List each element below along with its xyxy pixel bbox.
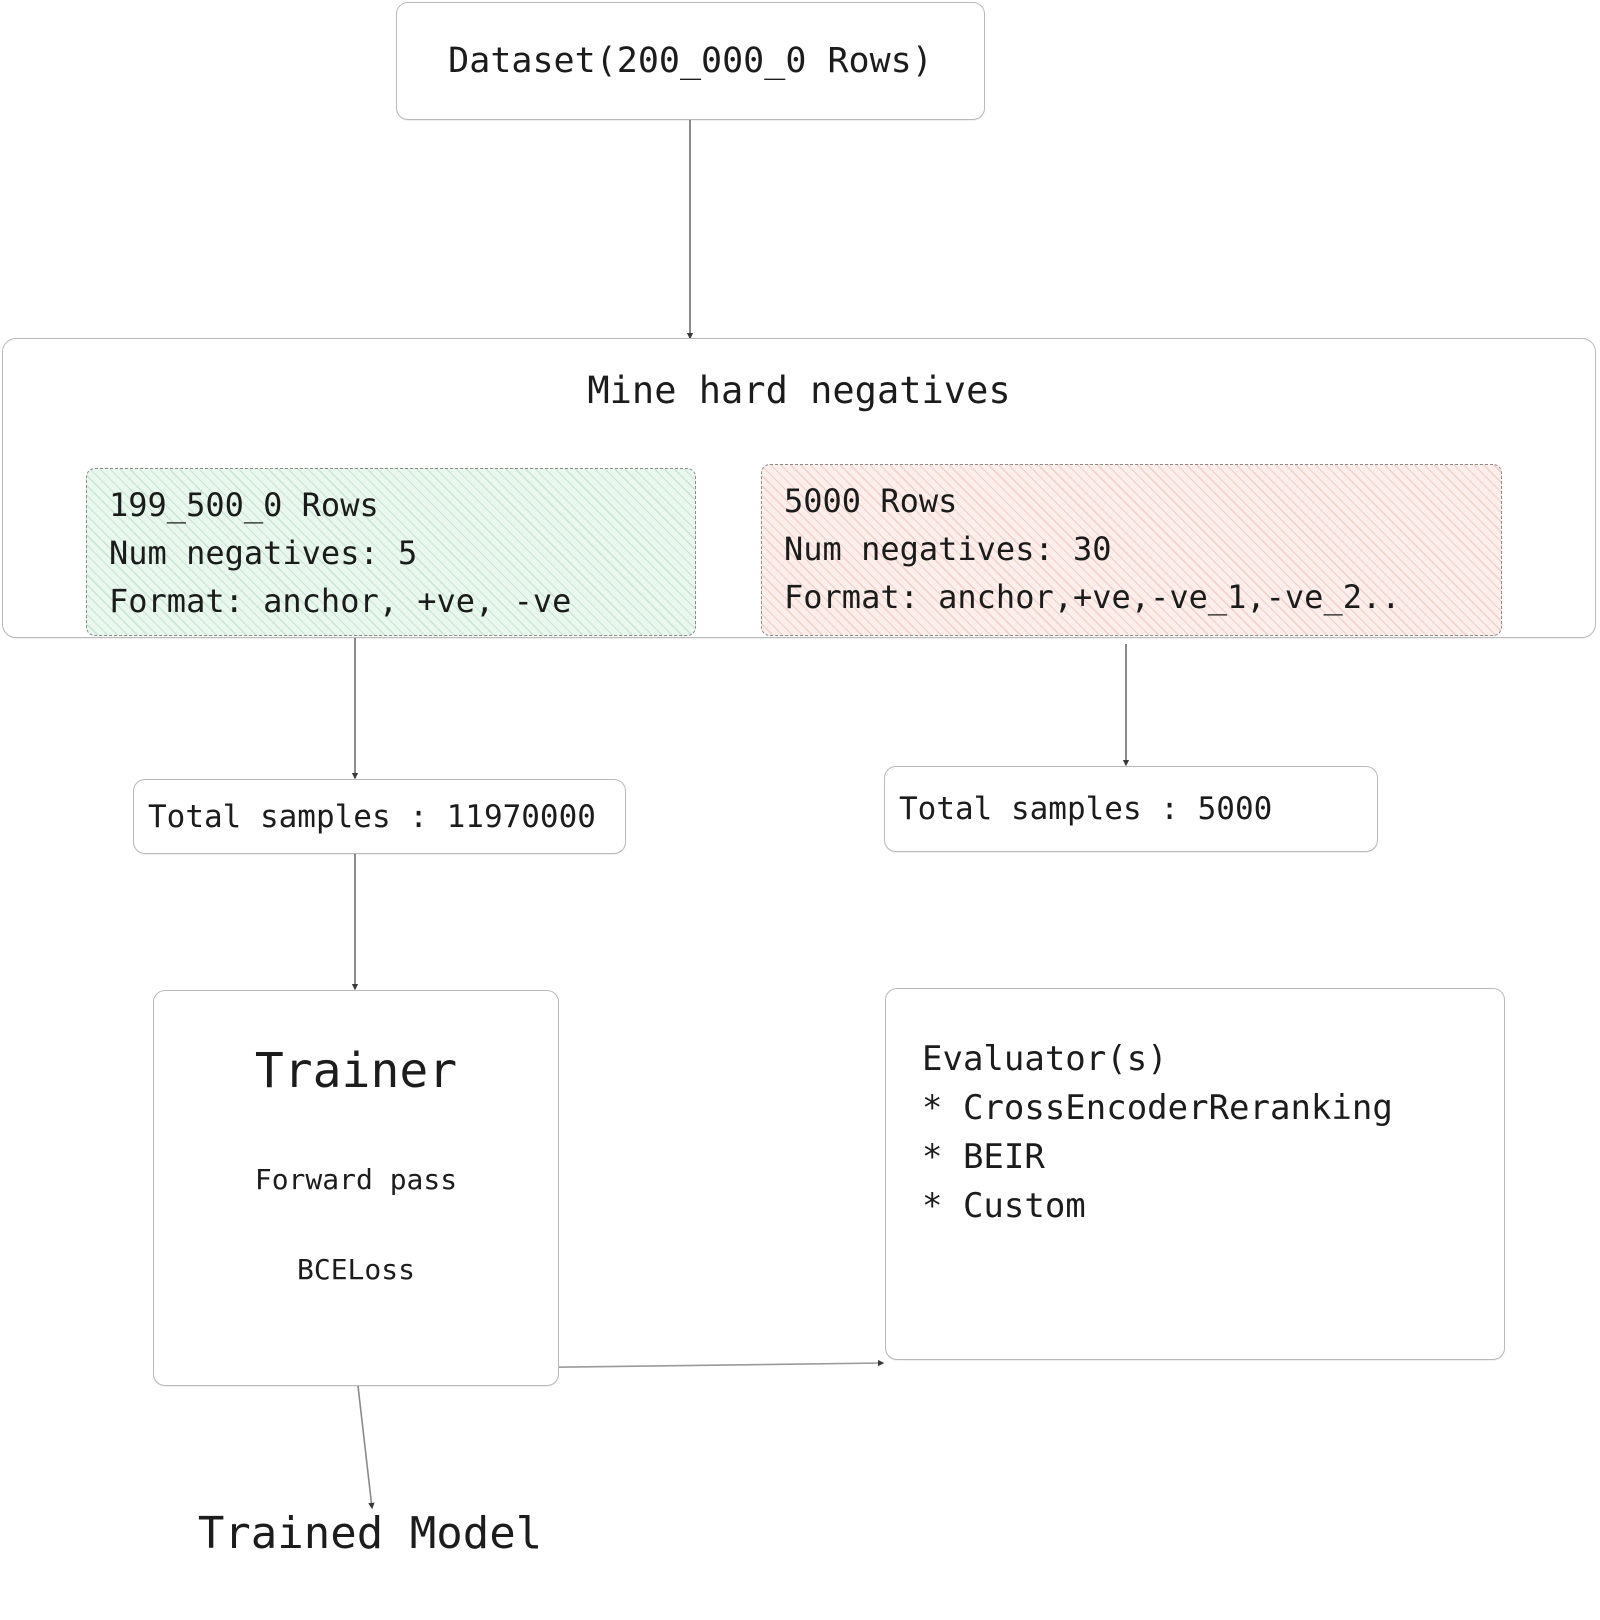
node-total-samples-train[interactable]: Total samples : 11970000: [133, 779, 626, 854]
mine-hard-negatives-title: Mine hard negatives: [587, 369, 1011, 412]
evaluator-item-custom: * Custom: [922, 1186, 1086, 1226]
evaluation-format-label: Format: anchor,+ve,-ve_1,-ve_2..: [784, 578, 1401, 616]
total-samples-train-label: Total samples : 11970000: [148, 798, 596, 835]
evaluation-subset-box[interactable]: 5000 Rows Num negatives: 30 Format: anch…: [761, 464, 1502, 636]
positive-num-negatives-label: Num negatives: 5: [109, 534, 418, 572]
node-trainer[interactable]: Trainer Forward pass BCELoss: [153, 990, 559, 1386]
positive-format-label: Format: anchor, +ve, -ve: [109, 582, 572, 620]
dataset-label: Dataset(200_000_0 Rows): [448, 41, 933, 81]
bce-loss-label: BCELoss: [296, 1253, 415, 1286]
evaluation-num-negatives-label: Num negatives: 30: [784, 530, 1112, 568]
trained-model-label: Trained Model: [197, 1508, 543, 1559]
evaluator-title: Evaluator(s): [922, 1039, 1168, 1079]
forward-pass-label: Forward pass: [254, 1163, 458, 1196]
node-total-samples-eval[interactable]: Total samples : 5000: [884, 766, 1378, 852]
node-evaluators[interactable]: Evaluator(s) * CrossEncoderReranking * B…: [885, 988, 1505, 1360]
positive-rows-label: 199_500_0 Rows: [109, 486, 379, 524]
evaluator-item-cross-encoder-reranking: * CrossEncoderReranking: [922, 1088, 1393, 1128]
evaluation-rows-label: 5000 Rows: [784, 482, 958, 520]
total-samples-eval-label: Total samples : 5000: [899, 791, 1273, 827]
evaluator-item-beir: * BEIR: [922, 1137, 1045, 1177]
node-dataset[interactable]: Dataset(200_000_0 Rows): [396, 2, 985, 120]
positive-subset-box[interactable]: 199_500_0 Rows Num negatives: 5 Format: …: [86, 468, 696, 636]
trainer-title: Trainer: [254, 1043, 458, 1099]
edge-trainer-to-trained-model: [357, 1385, 375, 1510]
